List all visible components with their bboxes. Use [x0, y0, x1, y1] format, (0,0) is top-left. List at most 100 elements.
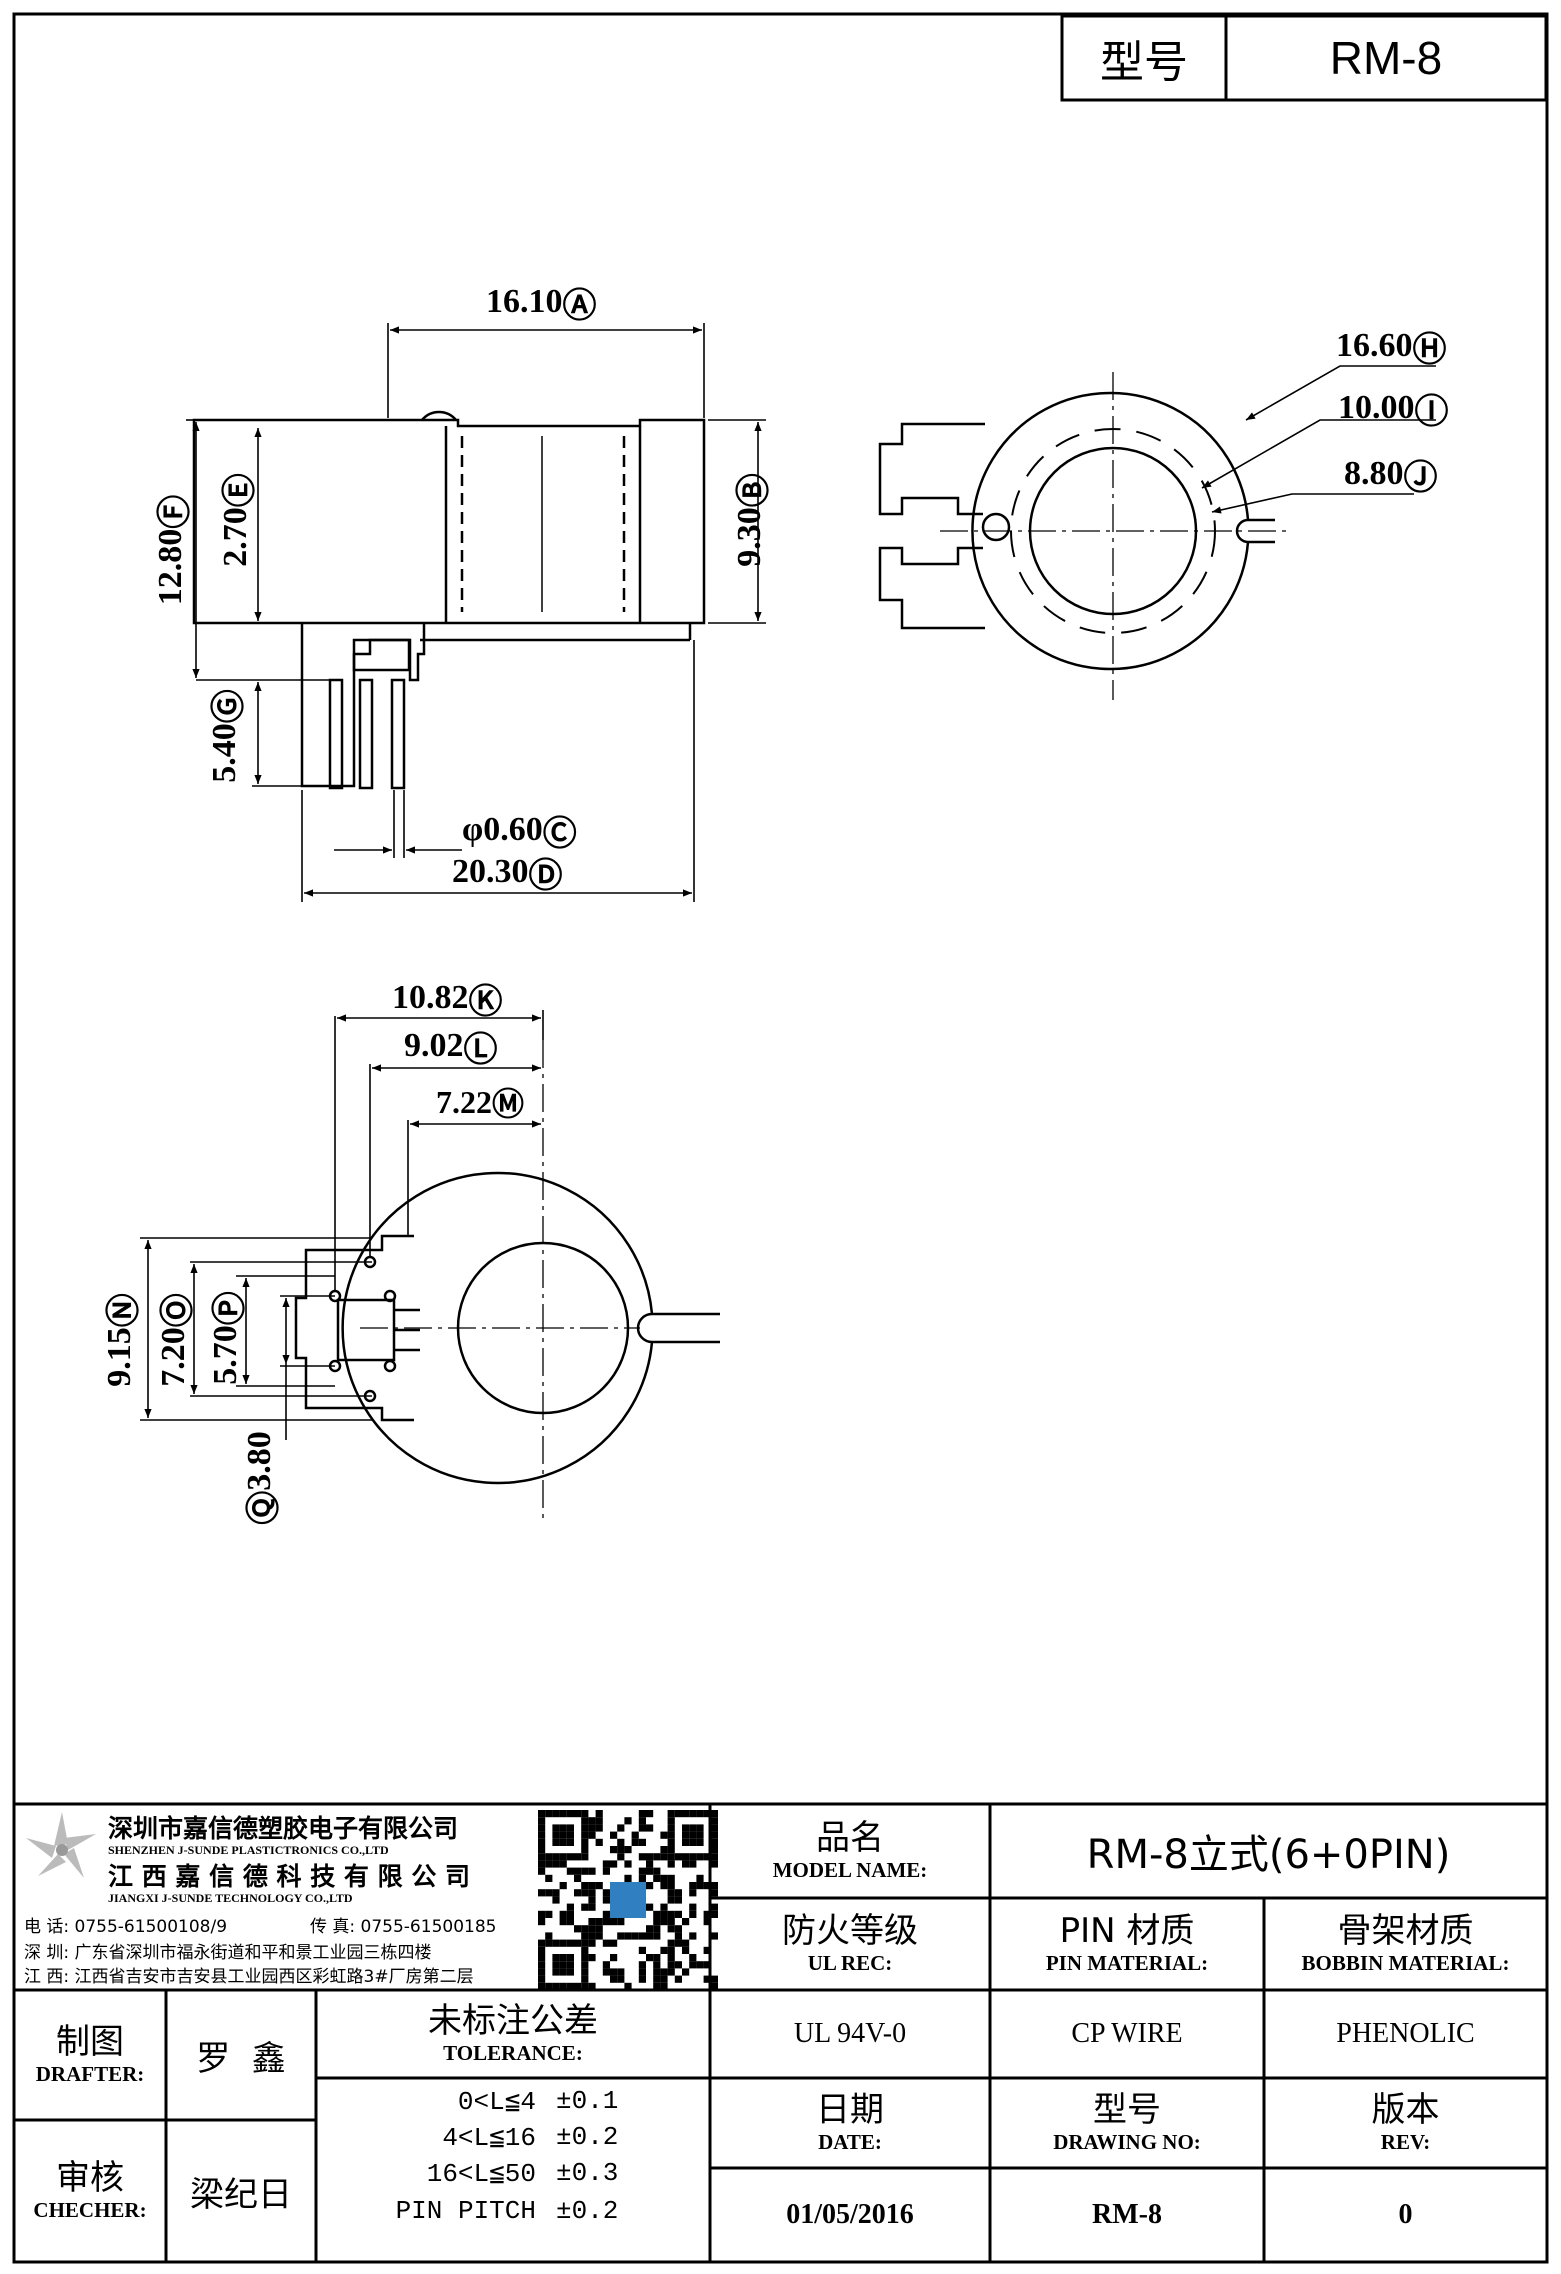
qr-module	[545, 1939, 553, 1947]
dim-value-K: 10.82	[392, 979, 469, 1016]
qr-module	[646, 1853, 654, 1861]
qr-module	[559, 1824, 567, 1832]
dim-value-P: 5.70	[207, 1325, 244, 1385]
qr-module	[689, 1954, 697, 1962]
qr-module	[559, 1838, 567, 1846]
qr-module	[710, 1975, 718, 1983]
drawing-no-label-en: DRAWING NO:	[1053, 2130, 1201, 2155]
sheet-border	[12, 12, 1549, 2264]
qr-module	[538, 1961, 546, 1969]
qr-module	[538, 1968, 546, 1976]
marker-G: Ⓖ	[210, 689, 248, 724]
cell-tolerance-label: 未标注公差 TOLERANCE:	[318, 1992, 708, 2076]
qr-module	[545, 1910, 553, 1918]
qr-module	[566, 1982, 574, 1990]
marker-J: Ⓙ	[1403, 459, 1438, 497]
qr-module	[566, 1910, 574, 1918]
qr-module	[559, 1961, 567, 1969]
qr-module	[653, 1918, 661, 1926]
qr-module	[703, 1946, 711, 1954]
qr-module	[566, 1939, 574, 1947]
qr-module	[638, 1867, 646, 1875]
qr-module	[559, 1954, 567, 1962]
qr-module	[566, 1867, 574, 1875]
qr-module	[667, 1910, 675, 1918]
qr-module	[710, 1932, 718, 1940]
qr-module	[602, 1860, 610, 1868]
qr-module	[602, 1961, 610, 1969]
qr-module	[559, 1831, 567, 1839]
drawing-no-label-cn: 型号	[1093, 2090, 1161, 2131]
drafter-label-en: DRAFTER:	[35, 2062, 145, 2087]
tolerance-range-1: 4<L≦16	[442, 2123, 536, 2153]
qr-module	[703, 1882, 711, 1890]
pin-material-value: CP WIRE	[1071, 2018, 1183, 2049]
qr-module	[566, 1838, 574, 1846]
qr-module	[674, 1932, 682, 1940]
qr-module	[574, 1867, 582, 1875]
qr-module	[588, 1896, 596, 1904]
qr-module	[710, 1824, 718, 1832]
qr-module	[574, 1982, 582, 1990]
qr-module	[624, 1817, 632, 1825]
qr-module	[581, 1824, 589, 1832]
qr-module	[595, 1925, 603, 1933]
qr-module	[674, 1925, 682, 1933]
qr-module	[552, 1889, 560, 1897]
qr-module	[682, 1810, 690, 1818]
qr-module	[581, 1838, 589, 1846]
rev-label-en: REV:	[1380, 2130, 1431, 2155]
qr-module	[595, 1932, 603, 1940]
qr-module	[552, 1954, 560, 1962]
dim-value-N: 9.15	[101, 1327, 138, 1387]
qr-module	[653, 1910, 661, 1918]
drawing-no-value: RM-8	[1092, 2199, 1162, 2230]
qr-module	[624, 1846, 632, 1854]
qr-module	[545, 1889, 553, 1897]
qr-module	[538, 1824, 546, 1832]
qr-module	[660, 1831, 668, 1839]
qr-module	[588, 1903, 596, 1911]
qr-module	[574, 1874, 582, 1882]
qr-module	[566, 1961, 574, 1969]
qr-module	[538, 1918, 546, 1926]
qr-module	[696, 1961, 704, 1969]
qr-module	[682, 1831, 690, 1839]
dim-value-H: 16.60	[1336, 327, 1413, 364]
dim-value-J: 8.80	[1344, 455, 1404, 492]
qr-module	[617, 1968, 625, 1976]
marker-K: Ⓚ	[468, 983, 503, 1021]
qr-module	[588, 1925, 596, 1933]
qr-module	[638, 1961, 646, 1969]
qr-module	[595, 1817, 603, 1825]
company-address-jiangxi: 江 西: 江西省吉安市吉安县工业园西区彩虹路3#厂房第二层	[24, 1966, 474, 1987]
qr-module	[574, 1853, 582, 1861]
qr-module	[682, 1946, 690, 1954]
qr-module	[581, 1889, 589, 1897]
qr-module	[617, 1932, 625, 1940]
marker-I: Ⓘ	[1414, 393, 1449, 431]
qr-module	[660, 1846, 668, 1854]
date-label-cn: 日期	[816, 2090, 884, 2131]
qr-module	[660, 1975, 668, 1983]
checker-label-cn: 审核	[56, 2158, 124, 2199]
dim-value-E: 2.70	[217, 507, 254, 567]
qr-module	[538, 1982, 546, 1990]
qr-module	[602, 1896, 610, 1904]
qr-module	[710, 1846, 718, 1854]
cell-model-name-label: 品名 MODEL NAME:	[712, 1806, 988, 1896]
qr-module	[538, 1910, 546, 1918]
bobbin-material-value: PHENOLIC	[1336, 2018, 1475, 2049]
qr-module	[581, 1939, 589, 1947]
qr-module	[696, 1838, 704, 1846]
qr-module	[538, 1975, 546, 1983]
top-view	[878, 391, 1275, 671]
qr-module	[581, 1946, 589, 1954]
qr-module	[689, 1932, 697, 1940]
dim-value-F: 12.80	[152, 528, 189, 606]
qr-module	[545, 1874, 553, 1882]
qr-module	[538, 1954, 546, 1962]
dim-value-Q: 3.80	[241, 1431, 278, 1491]
